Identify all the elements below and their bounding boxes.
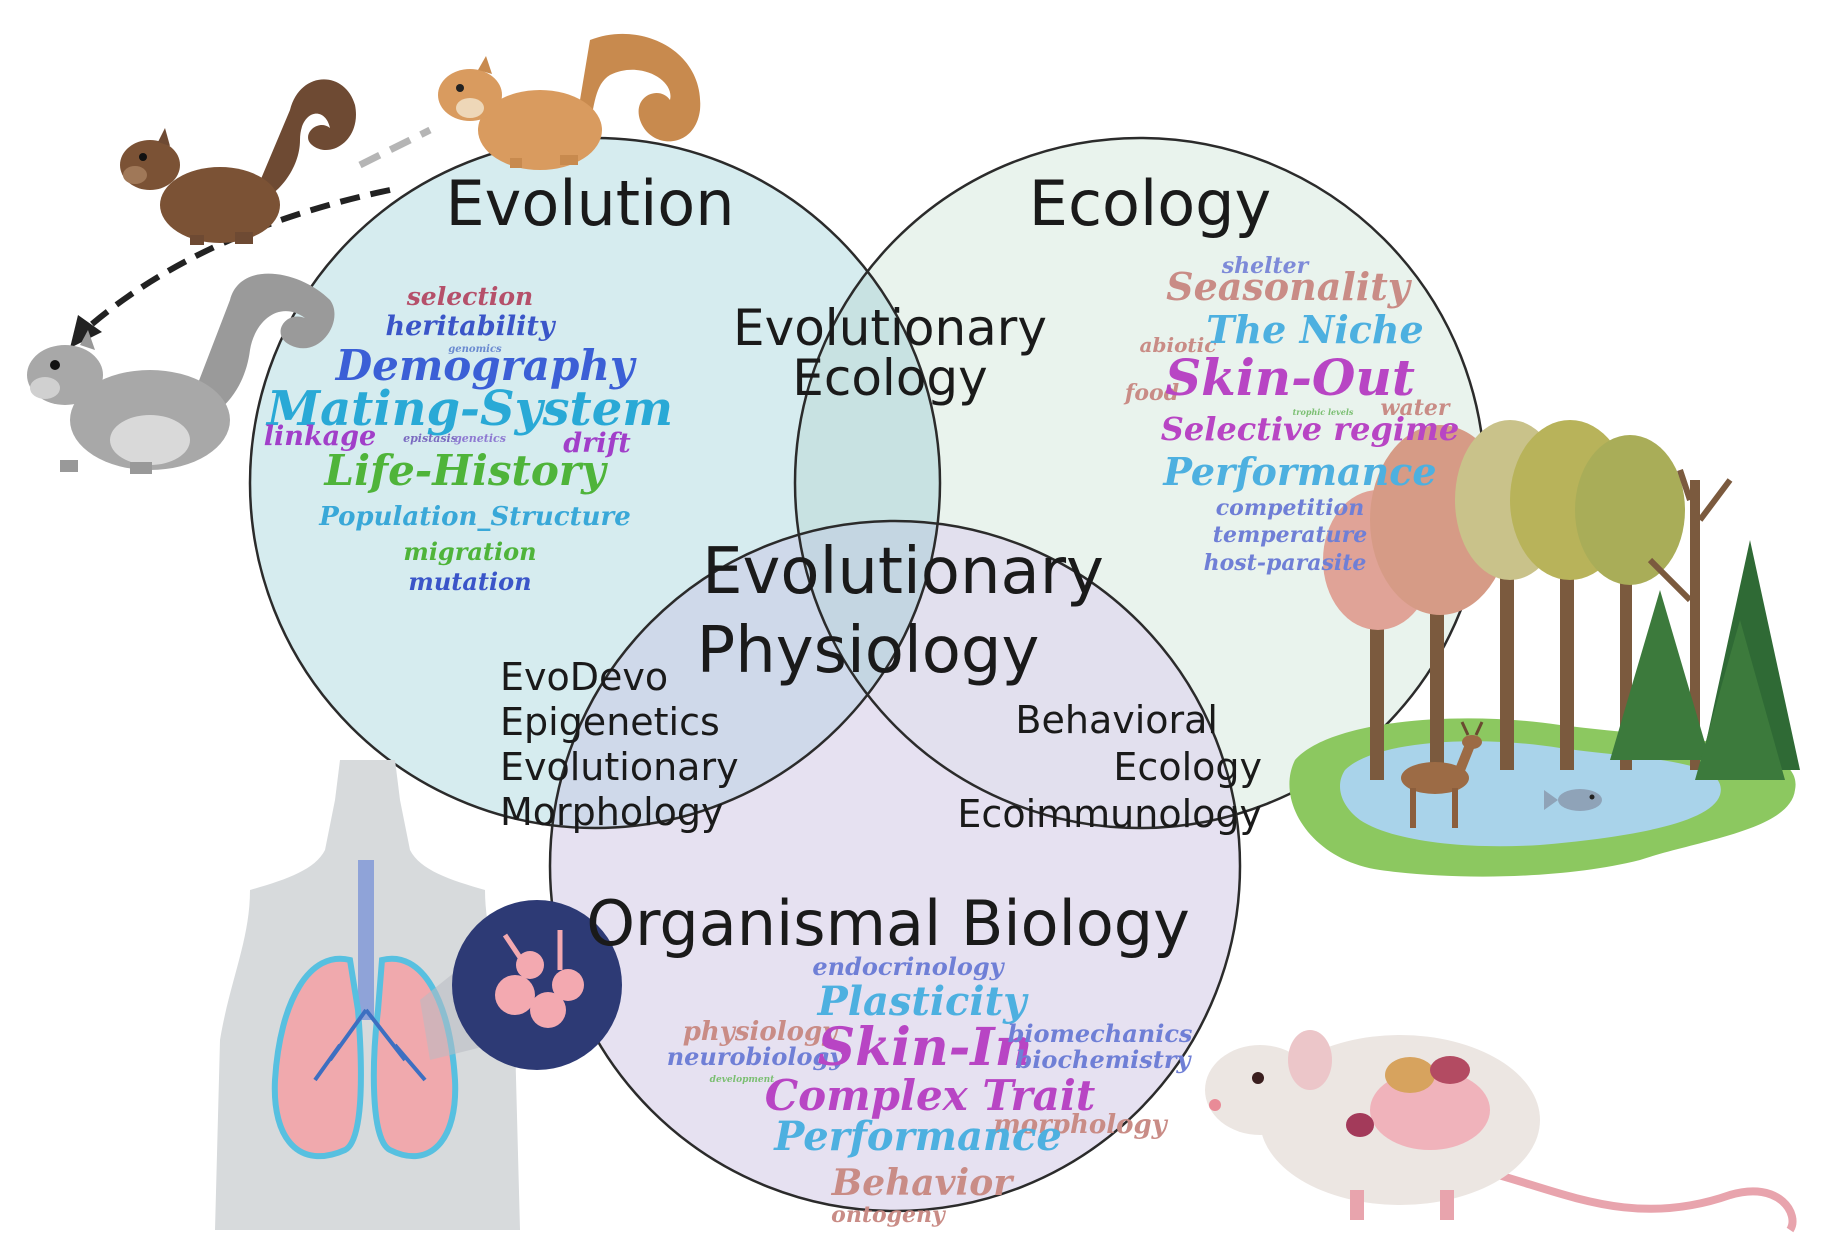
word-cloud-term: temperature <box>1213 522 1367 548</box>
word-cloud-term: heritability <box>385 311 556 342</box>
dashed-arrow-black <box>83 187 391 333</box>
word-cloud-term: linkage <box>264 421 376 452</box>
word-cloud-term: Population_Structure <box>318 502 631 532</box>
eco-org-label: Behavioral Ecology Ecoimmunology <box>957 698 1262 836</box>
center-label-line: Evolutionary <box>702 535 1104 609</box>
evo-org-label-line: EvoDevo <box>500 655 668 699</box>
grey-squirrel-icon <box>27 273 335 474</box>
word-cloud-term: trophic levels <box>1293 407 1354 417</box>
squirrel-illustrations <box>27 33 701 474</box>
alveoli-inset-icon <box>452 900 622 1070</box>
word-cloud-term: mutation <box>408 567 531 596</box>
word-cloud-term: Mating-System <box>265 381 673 437</box>
ecology-word-cloud: shelter Seasonality abiotic The Niche fo… <box>1123 253 1459 576</box>
fish-icon <box>1544 789 1602 811</box>
word-cloud-term: development <box>710 1075 775 1085</box>
word-cloud-term: genetics <box>454 432 506 445</box>
orange-squirrel-icon <box>438 33 701 170</box>
center-label-line: Physiology <box>697 614 1040 688</box>
word-cloud-term: The Niche <box>1206 307 1423 352</box>
eco-org-overlap <box>795 521 1240 828</box>
word-cloud-term: competition <box>1216 495 1364 521</box>
word-cloud-term: neurobiology <box>667 1042 846 1071</box>
word-cloud-term: migration <box>403 537 536 566</box>
word-cloud-term: endocrinology <box>812 952 1005 981</box>
word-cloud-term: morphology <box>993 1110 1168 1140</box>
mouse-tail-icon <box>1479 1166 1797 1233</box>
lungs-illustration <box>215 760 622 1230</box>
center-label: Evolutionary Physiology <box>697 535 1104 688</box>
word-cloud-term: Skin-In <box>818 1017 1033 1078</box>
deer-icon <box>1401 721 1484 828</box>
organismal-circle-outline <box>548 519 1242 1213</box>
arrow-head-icon <box>70 315 102 348</box>
word-cloud-term: abiotic <box>1140 333 1217 357</box>
evo-org-label-line: Evolutionary <box>500 745 739 789</box>
eco-org-label-line: Ecoimmunology <box>957 792 1262 836</box>
eco-org-label-line: Ecology <box>1113 745 1262 789</box>
brown-squirrel-icon <box>120 79 356 245</box>
word-cloud-term: Life-History <box>324 446 609 495</box>
word-cloud-term: Demography <box>335 341 637 390</box>
word-cloud-term: Behavior <box>831 1162 1015 1204</box>
evo-org-label-line: Morphology <box>500 790 724 834</box>
organismal-title: Organismal Biology <box>586 887 1190 960</box>
word-cloud-term: shelter <box>1221 253 1310 279</box>
left-lung-icon <box>271 955 364 1160</box>
word-cloud-term: ontogeny <box>831 1202 947 1228</box>
evo-org-overlap <box>550 521 940 828</box>
word-cloud-term: genomics <box>448 344 502 355</box>
evo-eco-label-line: Evolutionary <box>733 299 1047 357</box>
word-cloud-term: epistasis <box>403 432 457 445</box>
dashed-arrow-grey <box>358 126 432 169</box>
word-cloud-term: Performance <box>1162 449 1436 494</box>
word-cloud-term: Skin-Out <box>1165 348 1415 407</box>
word-cloud-term: water <box>1381 395 1451 421</box>
evo-eco-label-line: Ecology <box>792 349 987 407</box>
word-cloud-term: drift <box>563 428 631 459</box>
trachea-icon <box>358 860 374 1020</box>
word-cloud-term: biomechanics <box>1008 1019 1193 1048</box>
word-cloud-term: Complex Trait <box>765 1071 1095 1120</box>
word-cloud-term: Selective regime <box>1161 410 1459 448</box>
evolution-title: Evolution <box>445 167 734 240</box>
mouse-illustration <box>1205 1030 1797 1233</box>
word-cloud-term: Performance <box>773 1113 1062 1160</box>
evo-org-label: EvoDevo Epigenetics Evolutionary Morphol… <box>500 655 739 834</box>
eco-org-label-line: Behavioral <box>1015 698 1218 742</box>
pine-tree-icon <box>1695 620 1785 780</box>
organismal-word-cloud: endocrinology Plasticity physiology neur… <box>667 952 1193 1228</box>
evo-eco-label: Evolutionary Ecology <box>733 299 1047 407</box>
word-cloud-term: food <box>1123 380 1179 406</box>
word-cloud-term: physiology <box>683 1017 839 1047</box>
evo-org-label-line: Epigenetics <box>500 700 720 744</box>
word-cloud-term: Seasonality <box>1166 264 1413 309</box>
ecology-title: Ecology <box>1029 167 1271 240</box>
evolution-word-cloud: selection heritability genomics Demograp… <box>264 282 673 596</box>
word-cloud-term: selection <box>406 282 534 311</box>
word-cloud-term: Plasticity <box>817 978 1029 1025</box>
forest-pond-illustration <box>1289 420 1800 877</box>
word-cloud-term: biochemistry <box>1016 1045 1193 1074</box>
pine-tree-icon <box>1610 590 1710 760</box>
word-cloud-term: host-parasite <box>1204 550 1367 576</box>
